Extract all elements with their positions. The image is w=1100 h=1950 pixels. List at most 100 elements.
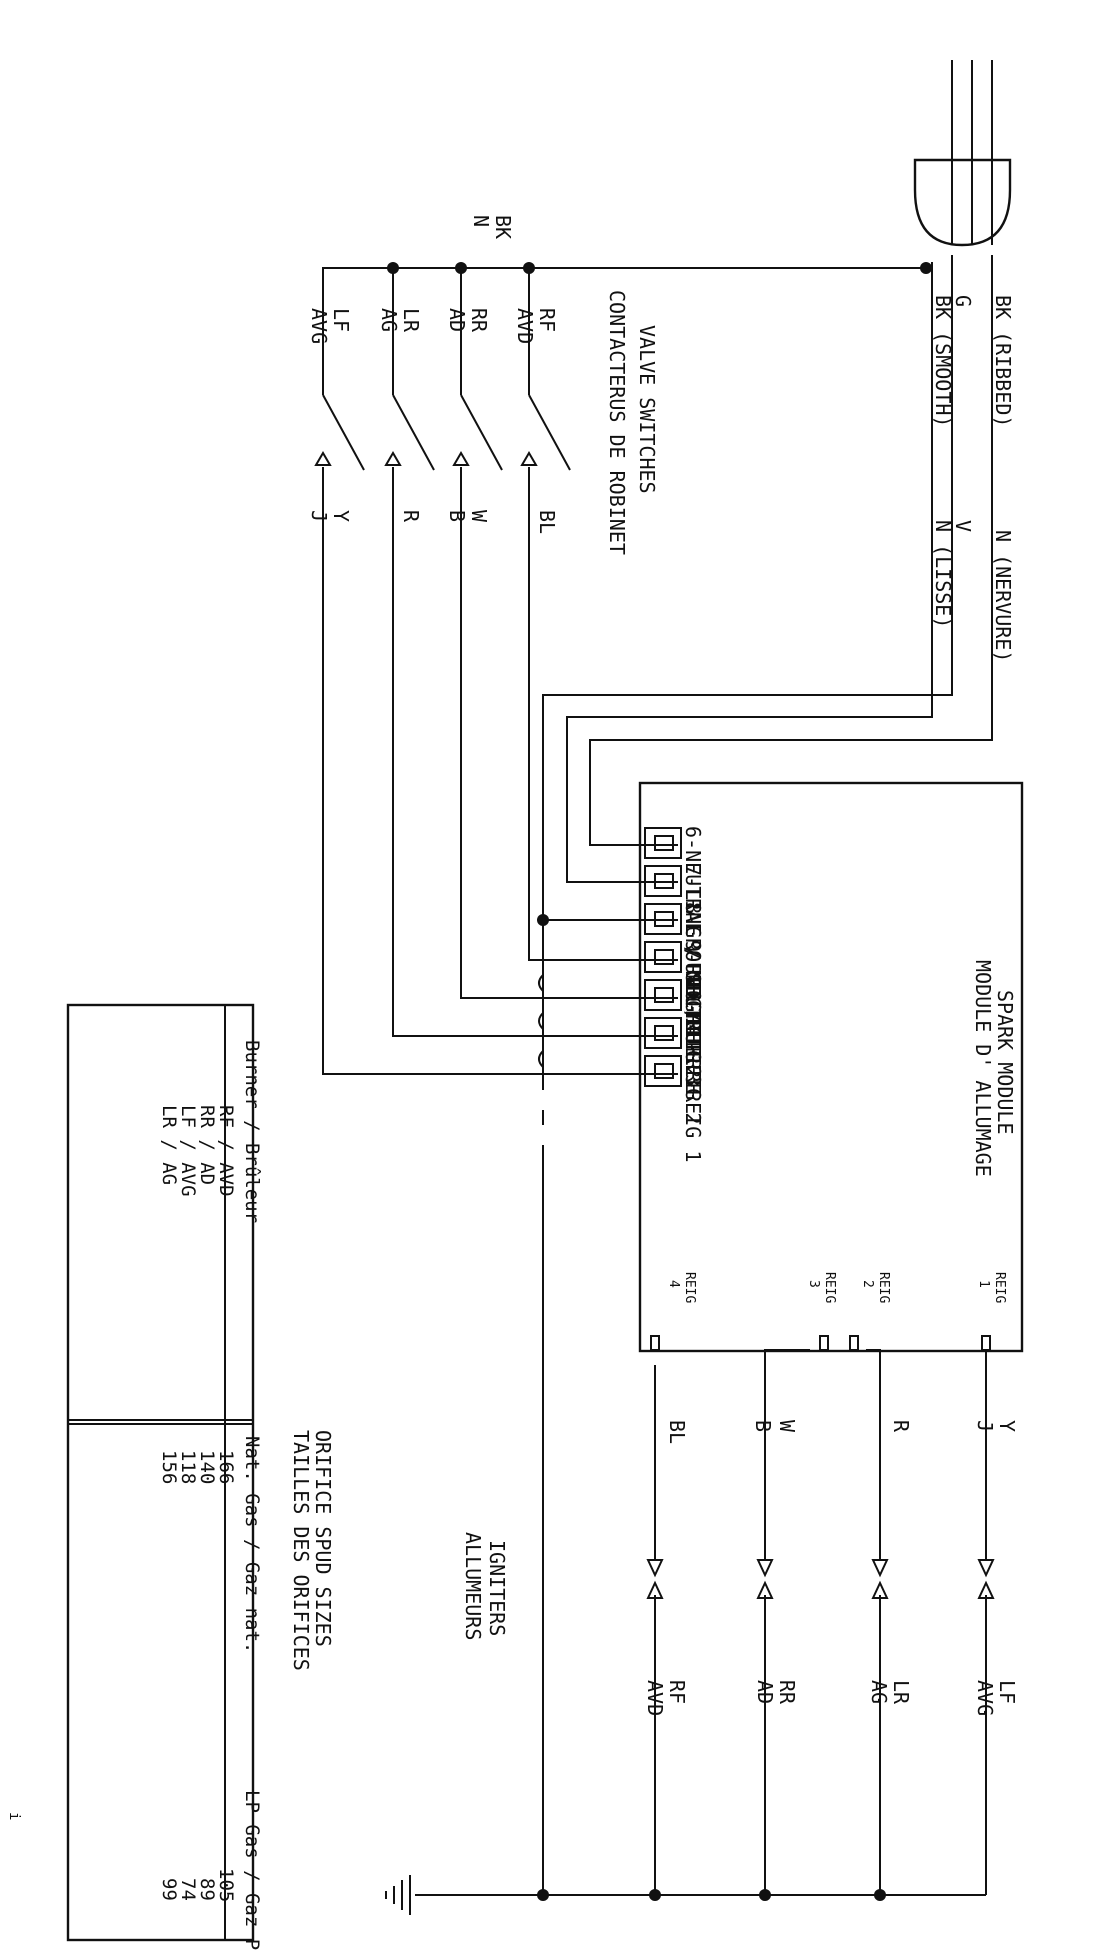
crossover-hump-c [538, 1050, 544, 1068]
junction-dots [387, 262, 932, 1901]
orifice-row-lp: 89 [196, 1878, 218, 1901]
igniter-arrows [646, 1559, 995, 1599]
reig-1-connector [981, 1335, 991, 1351]
switch-lr-wire-label: R [399, 510, 423, 523]
chassis-ground-icon [385, 1875, 411, 1915]
igniters-title: IGNITERS [485, 1540, 509, 1636]
terminal-block [644, 865, 682, 897]
igniters-title-fr: ALLUMEURS [461, 1532, 485, 1640]
reig-2-name: REIG [876, 1272, 891, 1303]
igniter-lr-label-fr: AG [867, 1680, 891, 1704]
terminal-block [644, 1017, 682, 1049]
orifice-row-nat: 140 [196, 1450, 218, 1484]
wire-reig3-rr [764, 1349, 810, 1560]
switch-lf-label-fr: AVG [307, 308, 331, 344]
crossover-hump-b [538, 1012, 544, 1030]
terminal-pin [654, 1025, 674, 1041]
terminal-9-label: 9-REIG 4 [681, 940, 705, 1036]
orifice-row-burner: LF / AVG [177, 1105, 199, 1197]
spark-module-title: SPARK MODULE [993, 990, 1017, 1135]
terminal-block [644, 941, 682, 973]
bus-bk-supply [322, 267, 928, 395]
reig-3-num: 3 [806, 1280, 821, 1288]
reig-3-wire-label: W [775, 1420, 799, 1433]
igniter-rr-label: RR [775, 1680, 799, 1705]
reig-1-num: 1 [976, 1280, 991, 1288]
supply-label-n: N [469, 215, 493, 227]
igniter-rf-label: RF [665, 1680, 689, 1704]
spark-module-title-fr: MODULE D' ALLUMAGE [971, 960, 995, 1177]
orifice-row-nat: 118 [177, 1450, 199, 1484]
terminal-6-label: 6-NEUTRAL / NEUTRE [681, 826, 705, 1043]
power-plug-icon [913, 158, 1012, 247]
spark-module-terminal-labels: 6-NEUTRAL / NEUTRE 7-LINE / SECTEUR 8-GR… [681, 826, 705, 1162]
valve-switch-labels: VALVE SWITCHES CONTACTERUS DE ROBINET BK… [307, 215, 659, 555]
igniter-lf-label-fr: AVG [973, 1680, 997, 1716]
switch-lr-label-fr: AG [377, 308, 401, 332]
orifice-row-nat: 156 [158, 1450, 180, 1484]
reig-2-num: 2 [860, 1280, 875, 1288]
wire-ground [542, 255, 953, 920]
wire-lf-y [322, 467, 678, 1075]
crossover-hump-a [538, 974, 544, 992]
switch-rf-label: RF [535, 308, 559, 332]
orifice-row-burner: LR / AG [158, 1105, 180, 1185]
wire-reig2-lr [866, 1349, 881, 1560]
reig-4-name: REIG [682, 1272, 697, 1303]
wire-ground-label: G [951, 295, 975, 307]
switch-lf-label: LF [329, 308, 353, 332]
orifice-header-nat: Nat. Gas / Gaz nat. [241, 1436, 263, 1653]
orifice-row-lp: 105 [215, 1868, 237, 1902]
switch-rr-label-fr: AD [445, 308, 469, 332]
wire-rr-w [460, 467, 678, 999]
terminal-block [644, 827, 682, 859]
igniter-labels: IGNITERS ALLUMEURS LF AVG LR AG RR AD RF… [461, 1532, 1019, 1716]
terminal-block [644, 979, 682, 1011]
wire-ground-bus [542, 919, 678, 1895]
terminal-11-label: 11-REIG 2 [681, 1016, 705, 1124]
orifice-row-nat: 166 [215, 1450, 237, 1484]
switch-lf-wire-label: Y [329, 510, 353, 522]
wiring-lines [322, 60, 993, 1915]
spark-module-output-connectors [650, 1335, 991, 1351]
orifice-row-burner: RF / AVD [215, 1105, 237, 1197]
reig-4-connector [650, 1335, 660, 1351]
igniter-lr-label: LR [889, 1680, 913, 1705]
reig-1-wire-label: Y [995, 1420, 1019, 1432]
plug-wire-labels: BK (RIBBED) N (NERVURE) G V BK (SMOOTH) … [931, 295, 1015, 662]
supply-label-bk: BK [491, 215, 515, 239]
terminal-8-label: 8-GROUND / TERRE [681, 902, 705, 1095]
terminal-12-label: 12-REIG 1 [681, 1054, 705, 1162]
spark-module-output-labels: REIG 1 REIG 2 REIG 3 REIG 4 Y J R W B BL [665, 1272, 1019, 1444]
reig-2-connector [849, 1335, 859, 1351]
reig-3-connector [819, 1335, 829, 1351]
terminal-7-label: 7-LINE / SECTEUR [681, 864, 705, 1058]
orifice-row-burner: RR / AD [196, 1105, 218, 1185]
orifice-row-lp: 74 [177, 1878, 199, 1901]
reig-3-wire-label-fr: B [751, 1420, 775, 1432]
stray-mark: i [6, 1812, 22, 1820]
terminal-pin [654, 911, 674, 927]
orifice-header-burner: Burner / Brûleur [241, 1040, 263, 1223]
reig-1-wire-label-fr: J [973, 1420, 997, 1432]
valve-switches-title: VALVE SWITCHES [635, 325, 659, 494]
wire-ribbed-label: BK (RIBBED) [991, 295, 1015, 427]
igniter-lf-label: LF [995, 1680, 1019, 1704]
switch-rr-wire-label: W [467, 510, 491, 523]
wire-ribbed-neutral [589, 255, 993, 846]
igniter-rf-label-fr: AVD [643, 1680, 667, 1716]
igniter-rr-label-fr: AD [753, 1680, 777, 1704]
terminal-10-label: 10-REIG 3 [681, 978, 705, 1086]
valve-switches-title-fr: CONTACTERUS DE ROBINET [605, 290, 629, 555]
wire-smooth-label-fr: N (LISSE) [931, 520, 955, 628]
terminal-pin [654, 873, 674, 889]
reig-4-wire-label: BL [665, 1420, 689, 1444]
switch-rr-label: RR [467, 308, 491, 333]
spark-module-labels: SPARK MODULE MODULE D' ALLUMAGE [971, 960, 1017, 1177]
reig-2-wire-label: R [889, 1420, 913, 1433]
orifice-header-lp: LP Gas / Gaz PL [241, 1790, 263, 1950]
wire-ribbed-label-fr: N (NERVURE) [991, 530, 1015, 662]
spark-module-box [638, 781, 1024, 1353]
